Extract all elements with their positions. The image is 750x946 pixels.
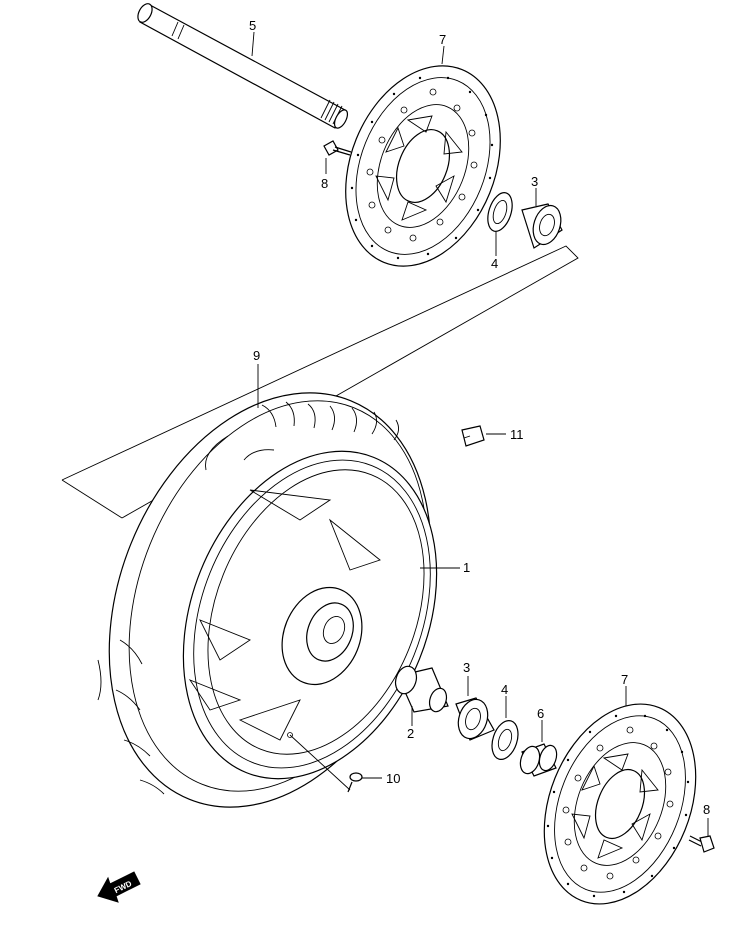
- callout-3-bottom: 3: [463, 660, 470, 675]
- exploded-view-boundary: [61, 245, 579, 519]
- oil-seal-top: [487, 192, 513, 232]
- callout-7-top: 7: [439, 32, 446, 47]
- leader-lines: [251, 31, 709, 836]
- oil-seal-bottom: [491, 720, 519, 760]
- callout-11: 11: [510, 427, 524, 442]
- callout-8-top: 8: [321, 176, 328, 191]
- callout-1: 1: [463, 560, 470, 575]
- callout-2: 2: [407, 726, 414, 741]
- brake-disc-bottom: [543, 703, 697, 905]
- callout-4-top: 4: [491, 256, 498, 271]
- callout-5: 5: [249, 18, 256, 33]
- part-callouts: 5 7 8 3 4 9 11 1 3 4 7 6 2 10 8: [249, 18, 710, 817]
- front-axle: [137, 3, 349, 129]
- disc-bolt-bottom: [688, 835, 715, 853]
- air-valve: [347, 772, 363, 793]
- bearing-top: [521, 203, 563, 249]
- bearing-bottom: [455, 697, 495, 741]
- balancer-weight: [461, 425, 485, 447]
- brake-disc-top: [345, 65, 501, 267]
- callout-10: 10: [386, 771, 400, 786]
- spacer: [394, 665, 449, 713]
- callout-8-bottom: 8: [703, 802, 710, 817]
- callout-6: 6: [537, 706, 544, 721]
- callout-3-top: 3: [531, 174, 538, 189]
- collar: [519, 743, 558, 777]
- callout-4-bottom: 4: [501, 682, 508, 697]
- callout-7-bottom: 7: [621, 672, 628, 687]
- callout-9: 9: [253, 348, 260, 363]
- forward-arrow-icon: FWD: [97, 871, 141, 903]
- wheel-and-tire: [97, 392, 438, 808]
- disc-bolt-top: [323, 140, 352, 156]
